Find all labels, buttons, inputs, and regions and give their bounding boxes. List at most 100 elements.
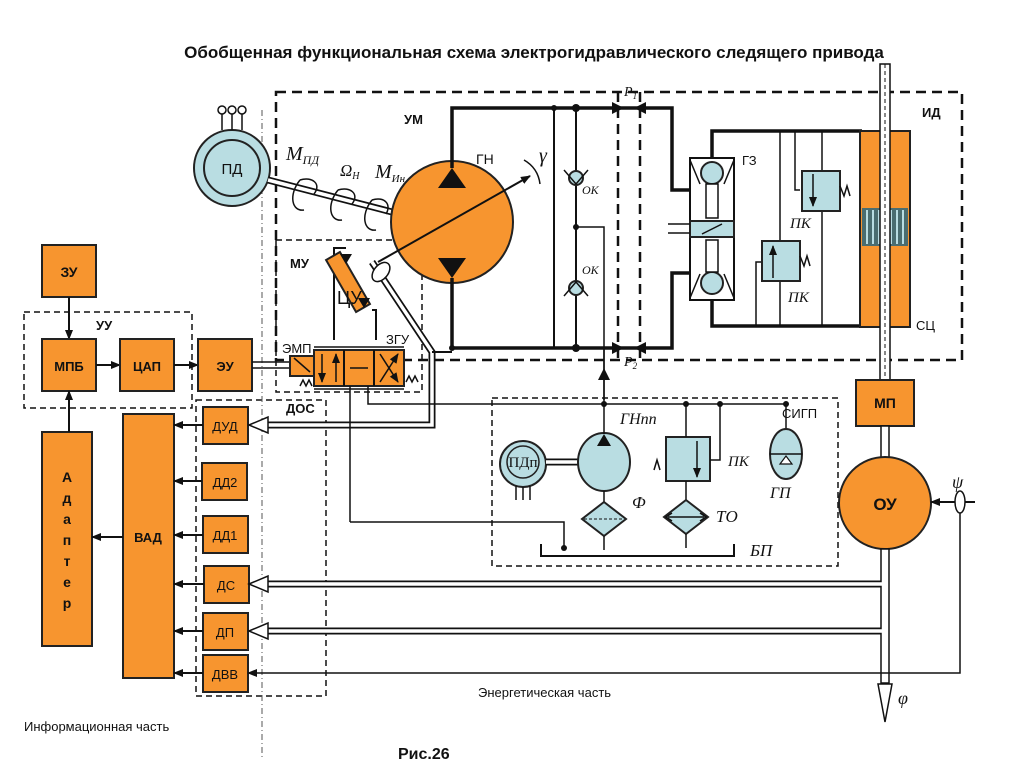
- svg-text:ДД1: ДД1: [213, 528, 238, 543]
- sensor-dd2: ДД2: [173, 462, 248, 501]
- bp-frame: [491, 397, 839, 567]
- omega-n-symbol: ΩН: [340, 161, 360, 182]
- ds-feedback-line: [247, 574, 885, 594]
- svg-text:А: А: [62, 469, 72, 485]
- dud-feedback-line: [247, 260, 436, 435]
- drive-motor-pd: ПД: [193, 105, 271, 207]
- svg-text:е: е: [63, 574, 71, 590]
- svg-text:п: п: [63, 532, 71, 548]
- relief-valve-pk-1: ПК: [789, 170, 851, 232]
- cylinder-upper-line: [710, 129, 862, 158]
- control-cylinder-tsu: ЦУ: [324, 247, 377, 340]
- tank-bp: [540, 544, 735, 557]
- dos-frame: [195, 399, 327, 697]
- gamma-symbol: γ: [539, 145, 548, 167]
- relief-valve-pk-2: ПК: [761, 240, 811, 306]
- svg-text:ПДп: ПДп: [508, 455, 537, 471]
- uu-label: УУ: [96, 318, 113, 333]
- svg-text:ОК: ОК: [582, 263, 600, 277]
- pressure-line-p1: [450, 106, 618, 168]
- tsap-label: ЦАП: [133, 359, 161, 374]
- figure-caption: Рис.26: [398, 746, 450, 763]
- spool-valve-zgu: ЭМП ЗГУ: [282, 332, 419, 390]
- sensor-dvv: ДВВ: [173, 654, 249, 693]
- info-part-label: Информационная часть: [24, 719, 169, 734]
- gamma-arc: [523, 159, 541, 185]
- svg-text:ДС: ДС: [217, 578, 235, 593]
- svg-text:Ф: Ф: [632, 493, 646, 512]
- zu-label: ЗУ: [61, 264, 78, 280]
- svg-text:P1: P1: [623, 85, 637, 101]
- svg-text:ЦУ: ЦУ: [337, 288, 362, 308]
- main-pump-gn: ГН: [377, 151, 531, 284]
- sensor-ds: ДС: [173, 565, 250, 604]
- dvv-feedback-line: [247, 513, 961, 677]
- output-arrow: [877, 683, 893, 723]
- energy-part-label: Энергетическая часть: [478, 685, 611, 700]
- diagram-title: Обобщенная функциональная схема электрог…: [184, 43, 884, 62]
- sensor-dud: ДУД: [173, 406, 249, 445]
- dos-label: ДОС: [286, 401, 315, 416]
- svg-text:ЭМП: ЭМП: [282, 341, 312, 356]
- m-pd-symbol: MПД: [285, 143, 320, 167]
- vad-block: [122, 413, 175, 679]
- relief-valve-pk-3: ПК: [653, 404, 750, 482]
- ok-to-supply-line: [576, 226, 605, 400]
- svg-text:ГН: ГН: [476, 151, 494, 167]
- mu-label: МУ: [290, 256, 310, 271]
- rotation-arrows: [292, 178, 389, 231]
- svg-text:а: а: [63, 511, 71, 527]
- ou-label: ОУ: [873, 495, 897, 514]
- accumulator-gp: ГП: [769, 404, 803, 502]
- sigp-label: СИГП: [782, 406, 817, 421]
- svg-text:ДД2: ДД2: [213, 475, 238, 490]
- mp-label: МП: [874, 395, 896, 411]
- svg-text:ГНпп: ГНпп: [619, 411, 657, 428]
- check-valve-ok-1: ОК: [563, 169, 600, 197]
- svg-text:ДУД: ДУД: [212, 419, 238, 434]
- mp-block: [855, 379, 915, 427]
- svg-text:т: т: [64, 553, 71, 569]
- hydro-lock-gz: ГЗ: [668, 153, 757, 301]
- psi-symbol: ψ: [952, 472, 964, 492]
- svg-text:ПК: ПК: [787, 290, 810, 306]
- cylinder-lower-line: [710, 300, 862, 328]
- svg-text:ГЗ: ГЗ: [742, 153, 757, 168]
- filter-f: Ф: [580, 491, 646, 550]
- mpb-label: МПБ: [54, 359, 84, 374]
- svg-text:ГП: ГП: [769, 485, 792, 502]
- aux-motor-pd-p: ПДп: [499, 440, 547, 500]
- mu-frame: [275, 239, 423, 393]
- svg-text:ПК: ПК: [789, 216, 812, 232]
- svg-text:P2: P2: [623, 355, 638, 371]
- eu-label: ЭУ: [216, 359, 234, 374]
- aux-pump-gn-pp: ГНпп: [577, 404, 657, 492]
- pressure-line-p2: [450, 278, 618, 350]
- connector-p1: P1: [612, 85, 690, 192]
- svg-text:ПД: ПД: [222, 161, 243, 178]
- sensor-dd1: ДД1: [173, 515, 249, 554]
- id-label: ИД: [922, 105, 941, 120]
- svg-text:ПК: ПК: [727, 454, 750, 470]
- um-label: УМ: [404, 112, 423, 127]
- tsap-block: [119, 338, 175, 392]
- check-valve-ok-2: ОК: [563, 263, 600, 297]
- svg-text:ОК: ОК: [582, 183, 600, 197]
- svg-text:ТО: ТО: [716, 507, 738, 526]
- svg-text:ЗГУ: ЗГУ: [386, 332, 410, 347]
- svg-text:д: д: [63, 490, 72, 506]
- dp-feedback-line: [247, 621, 885, 641]
- svg-text:СЦ: СЦ: [916, 318, 935, 333]
- m-in-symbol: MИн: [374, 161, 406, 185]
- bp-label: БП: [749, 541, 774, 560]
- svg-text:р: р: [63, 595, 72, 611]
- heat-exchanger-to: ТО: [662, 481, 738, 548]
- sensor-dp: ДП: [173, 612, 249, 651]
- servo-cylinder-sc: СЦ: [859, 63, 935, 383]
- connector-p2: P2: [612, 271, 690, 371]
- zu-block: [41, 244, 97, 298]
- mpb-block: [41, 338, 97, 392]
- output-shaft: [880, 548, 890, 684]
- uu-frame: [23, 311, 193, 409]
